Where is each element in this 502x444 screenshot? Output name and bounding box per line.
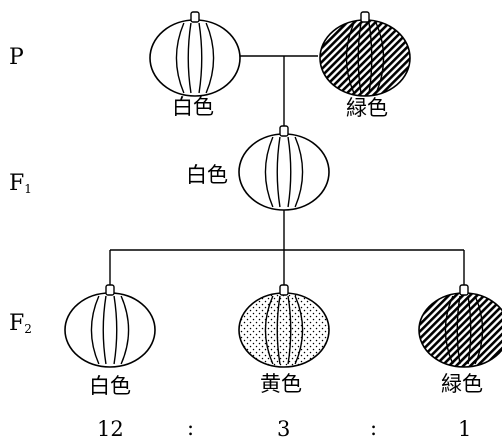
pumpkin-rib bbox=[175, 22, 185, 94]
pumpkin-rib bbox=[264, 295, 274, 365]
pumpkin-rib bbox=[198, 22, 203, 94]
pumpkin-rib bbox=[120, 295, 130, 365]
pumpkin-body bbox=[238, 133, 330, 211]
pumpkin-body bbox=[319, 19, 411, 97]
pumpkin-f2-b-yellow bbox=[238, 284, 330, 368]
pumpkin-p-left-white bbox=[149, 11, 241, 97]
pumpkin-rib bbox=[456, 295, 461, 365]
generation-label-f1: F1 bbox=[9, 171, 32, 196]
pumpkin-body bbox=[149, 19, 241, 97]
ratio-sep-1: : bbox=[187, 416, 195, 440]
pumpkin-stem bbox=[279, 284, 289, 296]
pumpkin-stem bbox=[105, 284, 115, 296]
p-left-color-label: 白色 bbox=[172, 95, 214, 119]
pumpkin-f2-a-white bbox=[64, 284, 156, 368]
pumpkin-rib bbox=[474, 295, 484, 365]
pumpkin-stem bbox=[279, 125, 289, 137]
pumpkin-rib bbox=[113, 295, 118, 365]
f2-white-color-label: 白色 bbox=[89, 374, 131, 398]
pumpkin-rib bbox=[276, 136, 281, 208]
ratio-green: 1 bbox=[458, 417, 472, 441]
ratio-white: 12 bbox=[97, 417, 124, 441]
ratio-yellow: 3 bbox=[277, 417, 291, 441]
pumpkin-rib bbox=[276, 295, 281, 365]
pumpkin-rib bbox=[375, 22, 385, 94]
cross-lines bbox=[109, 55, 465, 290]
pumpkin-rib bbox=[345, 22, 355, 94]
pumpkin-rib bbox=[102, 295, 107, 365]
pumpkin-rib bbox=[294, 295, 304, 365]
pumpkin-stem bbox=[360, 11, 370, 23]
pumpkin-rib bbox=[90, 295, 100, 365]
pumpkin-rib bbox=[287, 295, 292, 365]
pumpkin-body bbox=[64, 292, 156, 368]
pumpkin-rib bbox=[294, 136, 304, 208]
ratio-sep-2: : bbox=[370, 416, 378, 440]
pumpkin-rib bbox=[357, 22, 362, 94]
pumpkin-rib bbox=[368, 22, 373, 94]
pumpkin-rib bbox=[187, 22, 192, 94]
pumpkin-f1-white bbox=[238, 125, 330, 211]
pumpkin-rib bbox=[467, 295, 472, 365]
pumpkin-rib bbox=[287, 136, 292, 208]
pumpkin-rib bbox=[264, 136, 274, 208]
pumpkin-body bbox=[238, 292, 330, 368]
pumpkin-stem bbox=[190, 11, 200, 23]
pumpkin-rib bbox=[444, 295, 454, 365]
pumpkin-rib bbox=[205, 22, 215, 94]
pumpkin-body bbox=[418, 292, 502, 368]
pumpkin-stem bbox=[459, 284, 469, 296]
p-right-color-label: 緑色 bbox=[346, 96, 388, 120]
pumpkin-f2-c-green bbox=[418, 284, 502, 368]
pumpkin-p-right-green bbox=[319, 11, 411, 97]
f2-green-color-label: 緑色 bbox=[441, 372, 483, 396]
generation-label-f2: F2 bbox=[9, 311, 32, 336]
generation-label-p: P bbox=[9, 45, 24, 70]
f2-yellow-color-label: 黄色 bbox=[260, 372, 302, 396]
f1-color-label: 白色 bbox=[186, 163, 228, 187]
